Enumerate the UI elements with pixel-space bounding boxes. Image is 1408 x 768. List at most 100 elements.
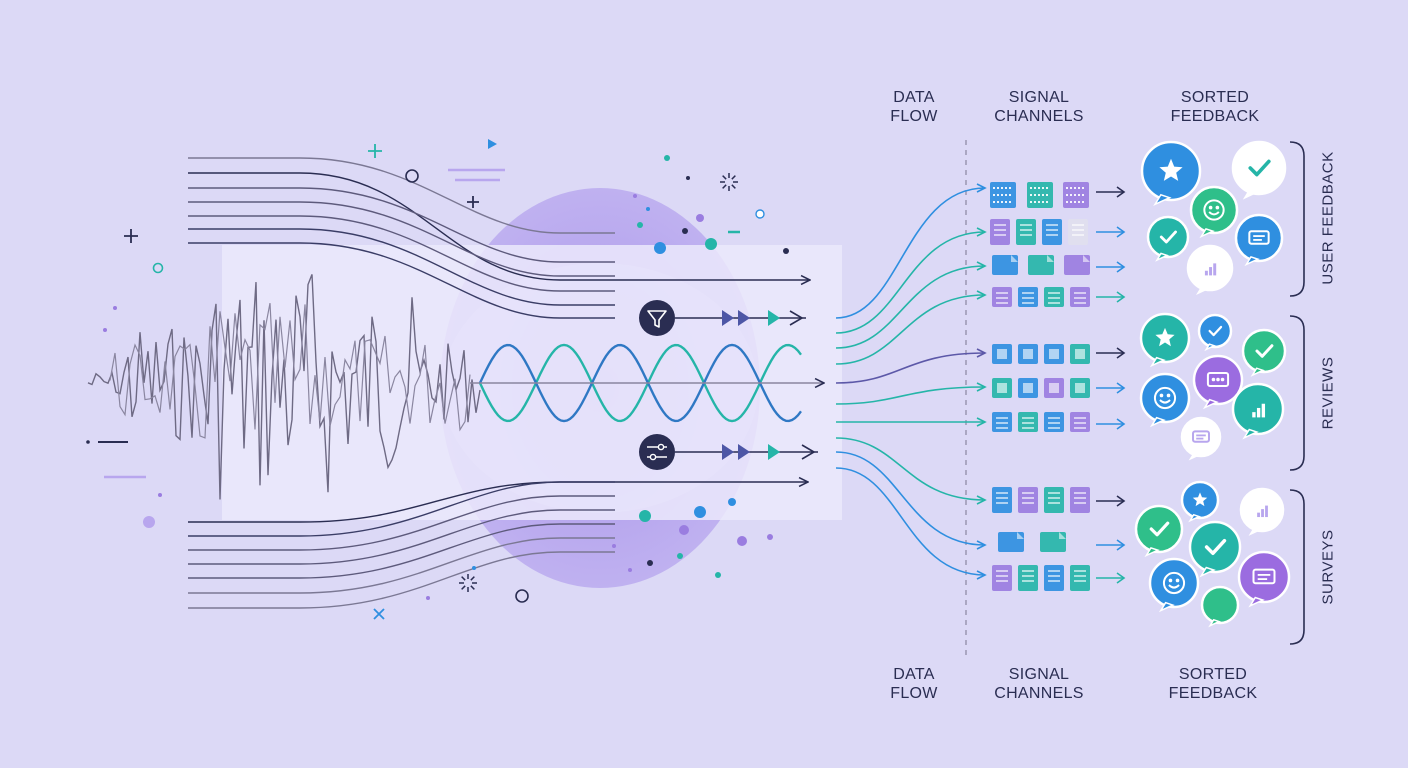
fan-arrowhead — [976, 348, 987, 358]
upper-flow-line — [188, 215, 615, 292]
fan-flow-line — [835, 265, 986, 349]
feedback-check-icon — [1134, 504, 1184, 558]
particle-dot — [637, 222, 643, 228]
channel-tile — [1018, 378, 1038, 398]
fan-flow-line — [835, 386, 986, 405]
sparkle-decoration — [461, 576, 466, 581]
feedback-check-icon — [1231, 140, 1287, 200]
upper-input-lines — [188, 157, 810, 319]
feedback-bubbles — [1134, 140, 1291, 628]
fan-flow-line — [835, 187, 986, 319]
ring-decoration — [405, 169, 419, 183]
fan-flow-line — [835, 352, 986, 384]
channel-tile — [1070, 487, 1090, 513]
channel-tile — [1044, 565, 1064, 591]
particle-dot — [158, 493, 162, 497]
fan-flow-line — [835, 231, 986, 334]
channel-tile — [1042, 219, 1062, 245]
channel-arrow — [1096, 291, 1126, 303]
particle-dot — [682, 228, 688, 234]
channel-tile — [992, 255, 1018, 275]
channel-tile — [1044, 378, 1064, 398]
channel-tile — [1070, 378, 1090, 398]
channel-tile — [1070, 565, 1090, 591]
bracket-reviews — [1289, 315, 1305, 471]
fan-flow-line — [835, 451, 986, 546]
fan-arrowhead — [976, 417, 987, 427]
particle-dot — [612, 544, 616, 548]
particle-dot — [705, 238, 717, 250]
group-brackets — [1289, 141, 1305, 645]
lower-flow-line — [188, 481, 615, 537]
channel-tile — [990, 182, 1016, 208]
particle-dot — [694, 506, 706, 518]
sparkle-decoration — [722, 175, 727, 180]
group-label-surveys: SURVEYS — [1319, 529, 1337, 605]
fan-flow-line — [835, 467, 986, 576]
channel-tile — [1044, 344, 1064, 364]
feedback-smile-icon — [1189, 185, 1239, 239]
channel-tile — [1063, 182, 1089, 208]
sparkle-decoration — [731, 175, 736, 180]
sliders-icon — [639, 434, 675, 470]
particle-dot — [677, 553, 683, 559]
filter-icon — [639, 300, 675, 336]
sparkle-decoration — [461, 585, 466, 590]
sliders-stage — [639, 434, 818, 470]
channel-tile — [1018, 344, 1038, 364]
plus-decoration — [124, 229, 138, 243]
particle-dot — [715, 572, 721, 578]
particle-dot — [646, 207, 650, 211]
fan-arrowhead — [976, 382, 987, 392]
particle-dot — [664, 155, 670, 161]
fan-arrowhead — [976, 495, 987, 505]
particle-dot — [756, 210, 764, 218]
lower-flow-line — [188, 551, 615, 609]
channel-tile — [1070, 287, 1090, 307]
feedback-check-icon — [1197, 313, 1233, 352]
noise-waveform-secondary — [109, 302, 471, 439]
channel-arrow — [1096, 539, 1126, 551]
channel-arrow — [1096, 261, 1126, 273]
channel-arrow — [1096, 572, 1126, 584]
channel-arrow — [1096, 226, 1126, 238]
sparkle-decoration — [470, 576, 475, 581]
particle-dot — [696, 214, 704, 222]
particle-dot — [103, 328, 107, 332]
channel-tile — [998, 532, 1024, 552]
fan-flow-line — [835, 437, 986, 501]
group-label-reviews: REVIEWS — [1319, 356, 1337, 430]
channel-tile — [992, 412, 1012, 432]
channel-tile — [992, 378, 1012, 398]
channel-tile — [1044, 412, 1064, 432]
channel-tile — [1040, 532, 1066, 552]
bracket-user-feedback — [1289, 141, 1305, 297]
plus-decoration — [368, 144, 382, 158]
channel-arrow — [1096, 347, 1126, 359]
ring-decoration — [152, 262, 164, 274]
bracket-surveys — [1289, 489, 1305, 645]
upper-flow-line — [188, 172, 810, 280]
feedback-smile-icon — [1148, 557, 1200, 613]
channel-tile — [1027, 182, 1053, 208]
particle-dot — [679, 525, 689, 535]
fan-flow-line — [835, 294, 986, 365]
sparkle-decoration — [731, 184, 736, 189]
channel-tile — [1018, 565, 1038, 591]
upper-flow-line — [188, 228, 615, 306]
channel-tile — [1070, 344, 1090, 364]
fan-arrowhead — [976, 290, 987, 300]
channel-tile — [1018, 412, 1038, 432]
upper-flow-line — [188, 187, 615, 263]
x-decoration — [373, 608, 385, 620]
particle-dot — [647, 560, 653, 566]
channel-tile — [1028, 255, 1054, 275]
upper-flow-line — [188, 242, 615, 319]
feedback-bars-icon — [1239, 487, 1285, 536]
particle-dot — [767, 534, 773, 540]
particle-dot — [143, 516, 155, 528]
feedback-check-icon — [1188, 520, 1242, 578]
upper-flow-line — [188, 201, 615, 277]
channel-tile — [1044, 487, 1064, 513]
